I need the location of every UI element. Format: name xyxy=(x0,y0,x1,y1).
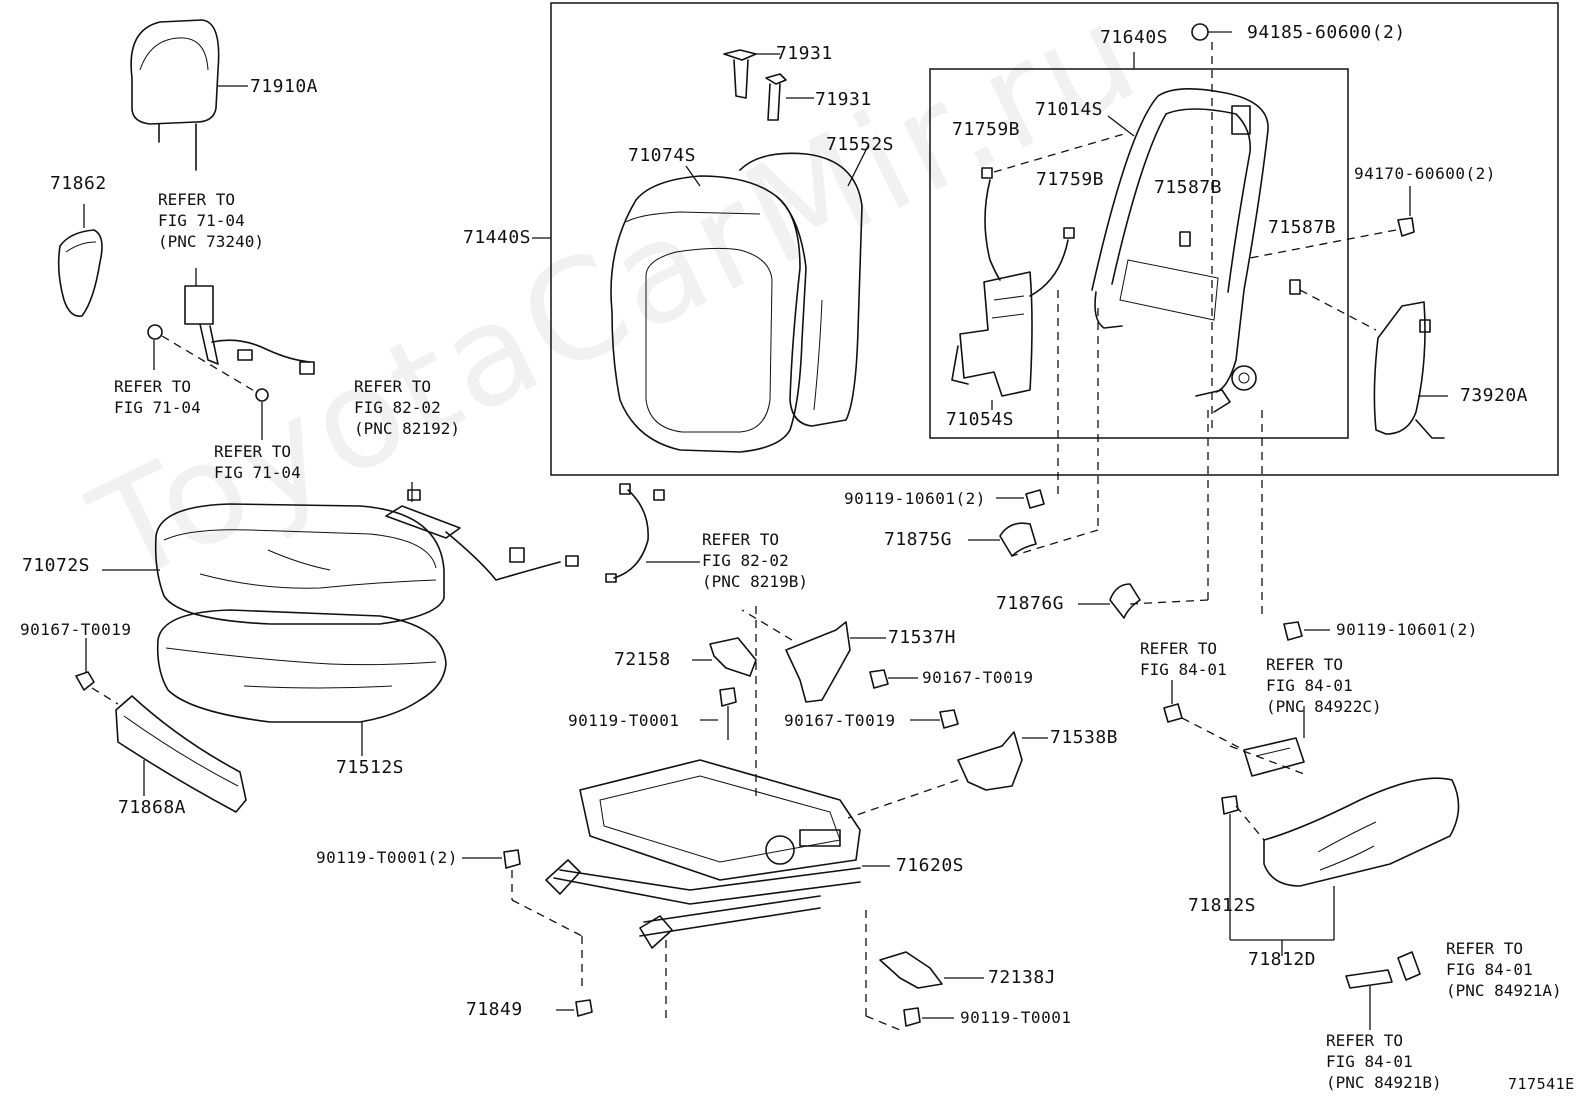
seatback-frame-group-box xyxy=(929,68,1349,439)
bolt-90119-T0001-lower xyxy=(903,1007,954,1027)
wire-harness-82192 xyxy=(385,482,579,581)
part-label-71512S: 71512S xyxy=(336,757,405,778)
refer-note-fig-84-01: REFER TO FIG 84-01 xyxy=(1140,639,1227,679)
refer-note-pnc-84921A: REFER TO FIG 84-01 (PNC 84921A) xyxy=(1446,939,1562,1000)
part-label-90167-T0019-center: 90167-T0019 xyxy=(922,668,1034,687)
bracket-72158 xyxy=(692,606,757,800)
part-label-90167-T0019-left: 90167-T0019 xyxy=(20,620,132,639)
part-label-71552S: 71552S xyxy=(826,134,895,155)
refer-note-pnc-84922C: REFER TO FIG 84-01 (PNC 84922C) xyxy=(1266,655,1382,716)
part-label-73920A: 73920A xyxy=(1460,385,1529,406)
part-label-71931-upper: 71931 xyxy=(776,43,833,64)
figure-code: 717541E xyxy=(1508,1075,1575,1093)
refer-note-pnc-8219B: REFER TO FIG 82-02 (PNC 8219B) xyxy=(702,530,808,591)
grommet-94170 xyxy=(1249,186,1415,259)
seat-switch xyxy=(1163,680,1305,777)
seatback-group-box xyxy=(550,2,1559,476)
grommet-94185 xyxy=(1191,23,1232,430)
bolt-90167-left xyxy=(75,638,119,705)
part-label-71074S: 71074S xyxy=(628,145,697,166)
belt-buckle-harness xyxy=(147,268,315,440)
cover-71538B xyxy=(847,731,1048,819)
bolt-90119-10601-upper xyxy=(996,489,1045,509)
seatback-pad-71074S xyxy=(610,175,807,453)
slide-knob xyxy=(1345,969,1393,1030)
part-label-72138J: 72138J xyxy=(988,967,1057,988)
headrest-illustration xyxy=(130,19,248,171)
seat-cushion-cover-71072S xyxy=(102,503,445,625)
seat-adjuster-71620S xyxy=(545,759,890,949)
bolt-90119-T0001-center xyxy=(700,687,737,740)
recliner-knob xyxy=(1397,951,1421,981)
bolt-90119-10601-lower xyxy=(1283,621,1330,641)
part-label-71054S: 71054S xyxy=(946,409,1015,430)
part-label-90119-T0001-center: 90119-T0001 xyxy=(568,711,680,730)
part-label-71849: 71849 xyxy=(466,999,523,1020)
bolt-90167-lower xyxy=(910,709,959,729)
part-label-90119-T0001-lower: 90119-T0001 xyxy=(960,1008,1072,1027)
refer-note-pnc-73240: REFER TO FIG 71-04 (PNC 73240) xyxy=(158,190,264,251)
part-label-71014S: 71014S xyxy=(1035,99,1104,120)
cover-71537H xyxy=(741,609,886,703)
part-label-72158: 72158 xyxy=(614,649,671,670)
part-label-71931-lower: 71931 xyxy=(815,89,872,110)
bracket-72138J xyxy=(865,910,984,1031)
part-label-71538B: 71538B xyxy=(1050,727,1119,748)
escutcheon-71862 xyxy=(57,204,103,317)
part-label-94170-60600: 94170-60600(2) xyxy=(1354,164,1496,183)
side-cover-71812D xyxy=(1221,777,1460,956)
part-label-71620S: 71620S xyxy=(896,855,965,876)
seatback-cover-71552S xyxy=(739,145,869,427)
part-label-71862: 71862 xyxy=(50,173,107,194)
part-label-71440S: 71440S xyxy=(463,227,532,248)
side-shield-71868A xyxy=(115,695,247,813)
part-label-71875G: 71875G xyxy=(884,529,953,550)
part-label-71537H: 71537H xyxy=(888,627,957,648)
cover-71875G xyxy=(968,522,1037,557)
refer-note-pnc-82192: REFER TO FIG 82-02 (PNC 82192) xyxy=(354,377,460,438)
wire-harness-8219B xyxy=(605,483,700,583)
part-label-71640S: 71640S xyxy=(1100,27,1169,48)
side-cover-73920A xyxy=(1299,289,1448,439)
clips-71931 xyxy=(723,49,814,121)
part-label-71876G: 71876G xyxy=(996,593,1065,614)
part-label-71812D: 71812D xyxy=(1248,949,1317,970)
cover-71876G xyxy=(1078,583,1141,619)
seat-cushion-pad-71512S xyxy=(156,609,447,756)
part-label-71759B-left: 71759B xyxy=(952,119,1021,140)
lumbar-support-71054S xyxy=(951,133,1125,410)
part-label-71868A: 71868A xyxy=(118,797,187,818)
seatback-frame-71014S xyxy=(1091,88,1301,413)
part-label-94185-60600: 94185-60600(2) xyxy=(1247,22,1406,43)
refer-note-pnc-84921B: REFER TO FIG 84-01 (PNC 84921B) xyxy=(1326,1031,1442,1092)
bolt-71849 xyxy=(556,999,593,1017)
part-label-90167-T0019-lower: 90167-T0019 xyxy=(784,711,896,730)
part-label-71072S: 71072S xyxy=(22,555,91,576)
part-label-90119-10601-upper: 90119-10601(2) xyxy=(844,489,986,508)
part-label-71587B-left: 71587B xyxy=(1154,177,1223,198)
refer-note-fig-71-04-left: REFER TO FIG 71-04 xyxy=(114,377,201,417)
bolt-90167-center xyxy=(869,669,918,689)
part-label-71910A: 71910A xyxy=(250,76,319,97)
part-label-71812S: 71812S xyxy=(1188,895,1257,916)
bolt-90119-T0001-pair xyxy=(462,849,667,1020)
part-label-71587B-right: 71587B xyxy=(1268,217,1337,238)
refer-note-fig-71-04-right: REFER TO FIG 71-04 xyxy=(214,442,301,482)
part-label-90119-T0001-pair: 90119-T0001(2) xyxy=(316,848,458,867)
part-label-71759B-right: 71759B xyxy=(1036,169,1105,190)
part-label-90119-10601-lower: 90119-10601(2) xyxy=(1336,620,1478,639)
